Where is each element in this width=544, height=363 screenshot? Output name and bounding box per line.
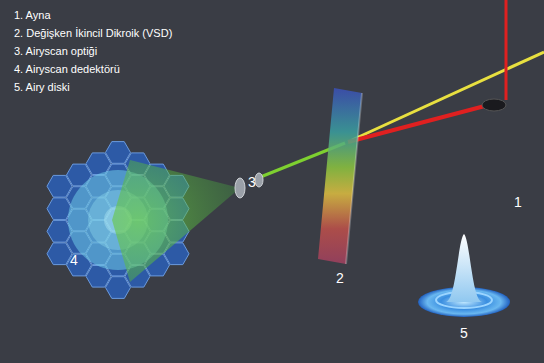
mirror <box>482 99 506 111</box>
red-beam <box>505 0 508 100</box>
legend-item: 2. Değişken İkincil Dikroik (VSD) <box>14 27 172 40</box>
callout-number: 4 <box>70 252 78 268</box>
yellow-beam <box>352 52 544 140</box>
legend-item: 4. Airyscan dedektörü <box>14 63 120 76</box>
callout-number: 5 <box>460 325 468 341</box>
callout-number: 1 <box>514 194 522 210</box>
lens <box>235 178 245 198</box>
dichroic-mirror <box>318 88 362 264</box>
callout-number: 3 <box>248 174 256 190</box>
legend-item: 3. Airyscan optiği <box>14 45 97 58</box>
airy-peak <box>446 234 482 302</box>
dichroic-edge <box>346 93 362 264</box>
legend-item: 1. Ayna <box>14 9 51 22</box>
light-cone <box>112 160 240 282</box>
red-beam <box>348 102 500 142</box>
lens <box>255 173 263 187</box>
callout-number: 2 <box>336 270 344 286</box>
legend-item: 5. Airy diski <box>14 81 70 94</box>
